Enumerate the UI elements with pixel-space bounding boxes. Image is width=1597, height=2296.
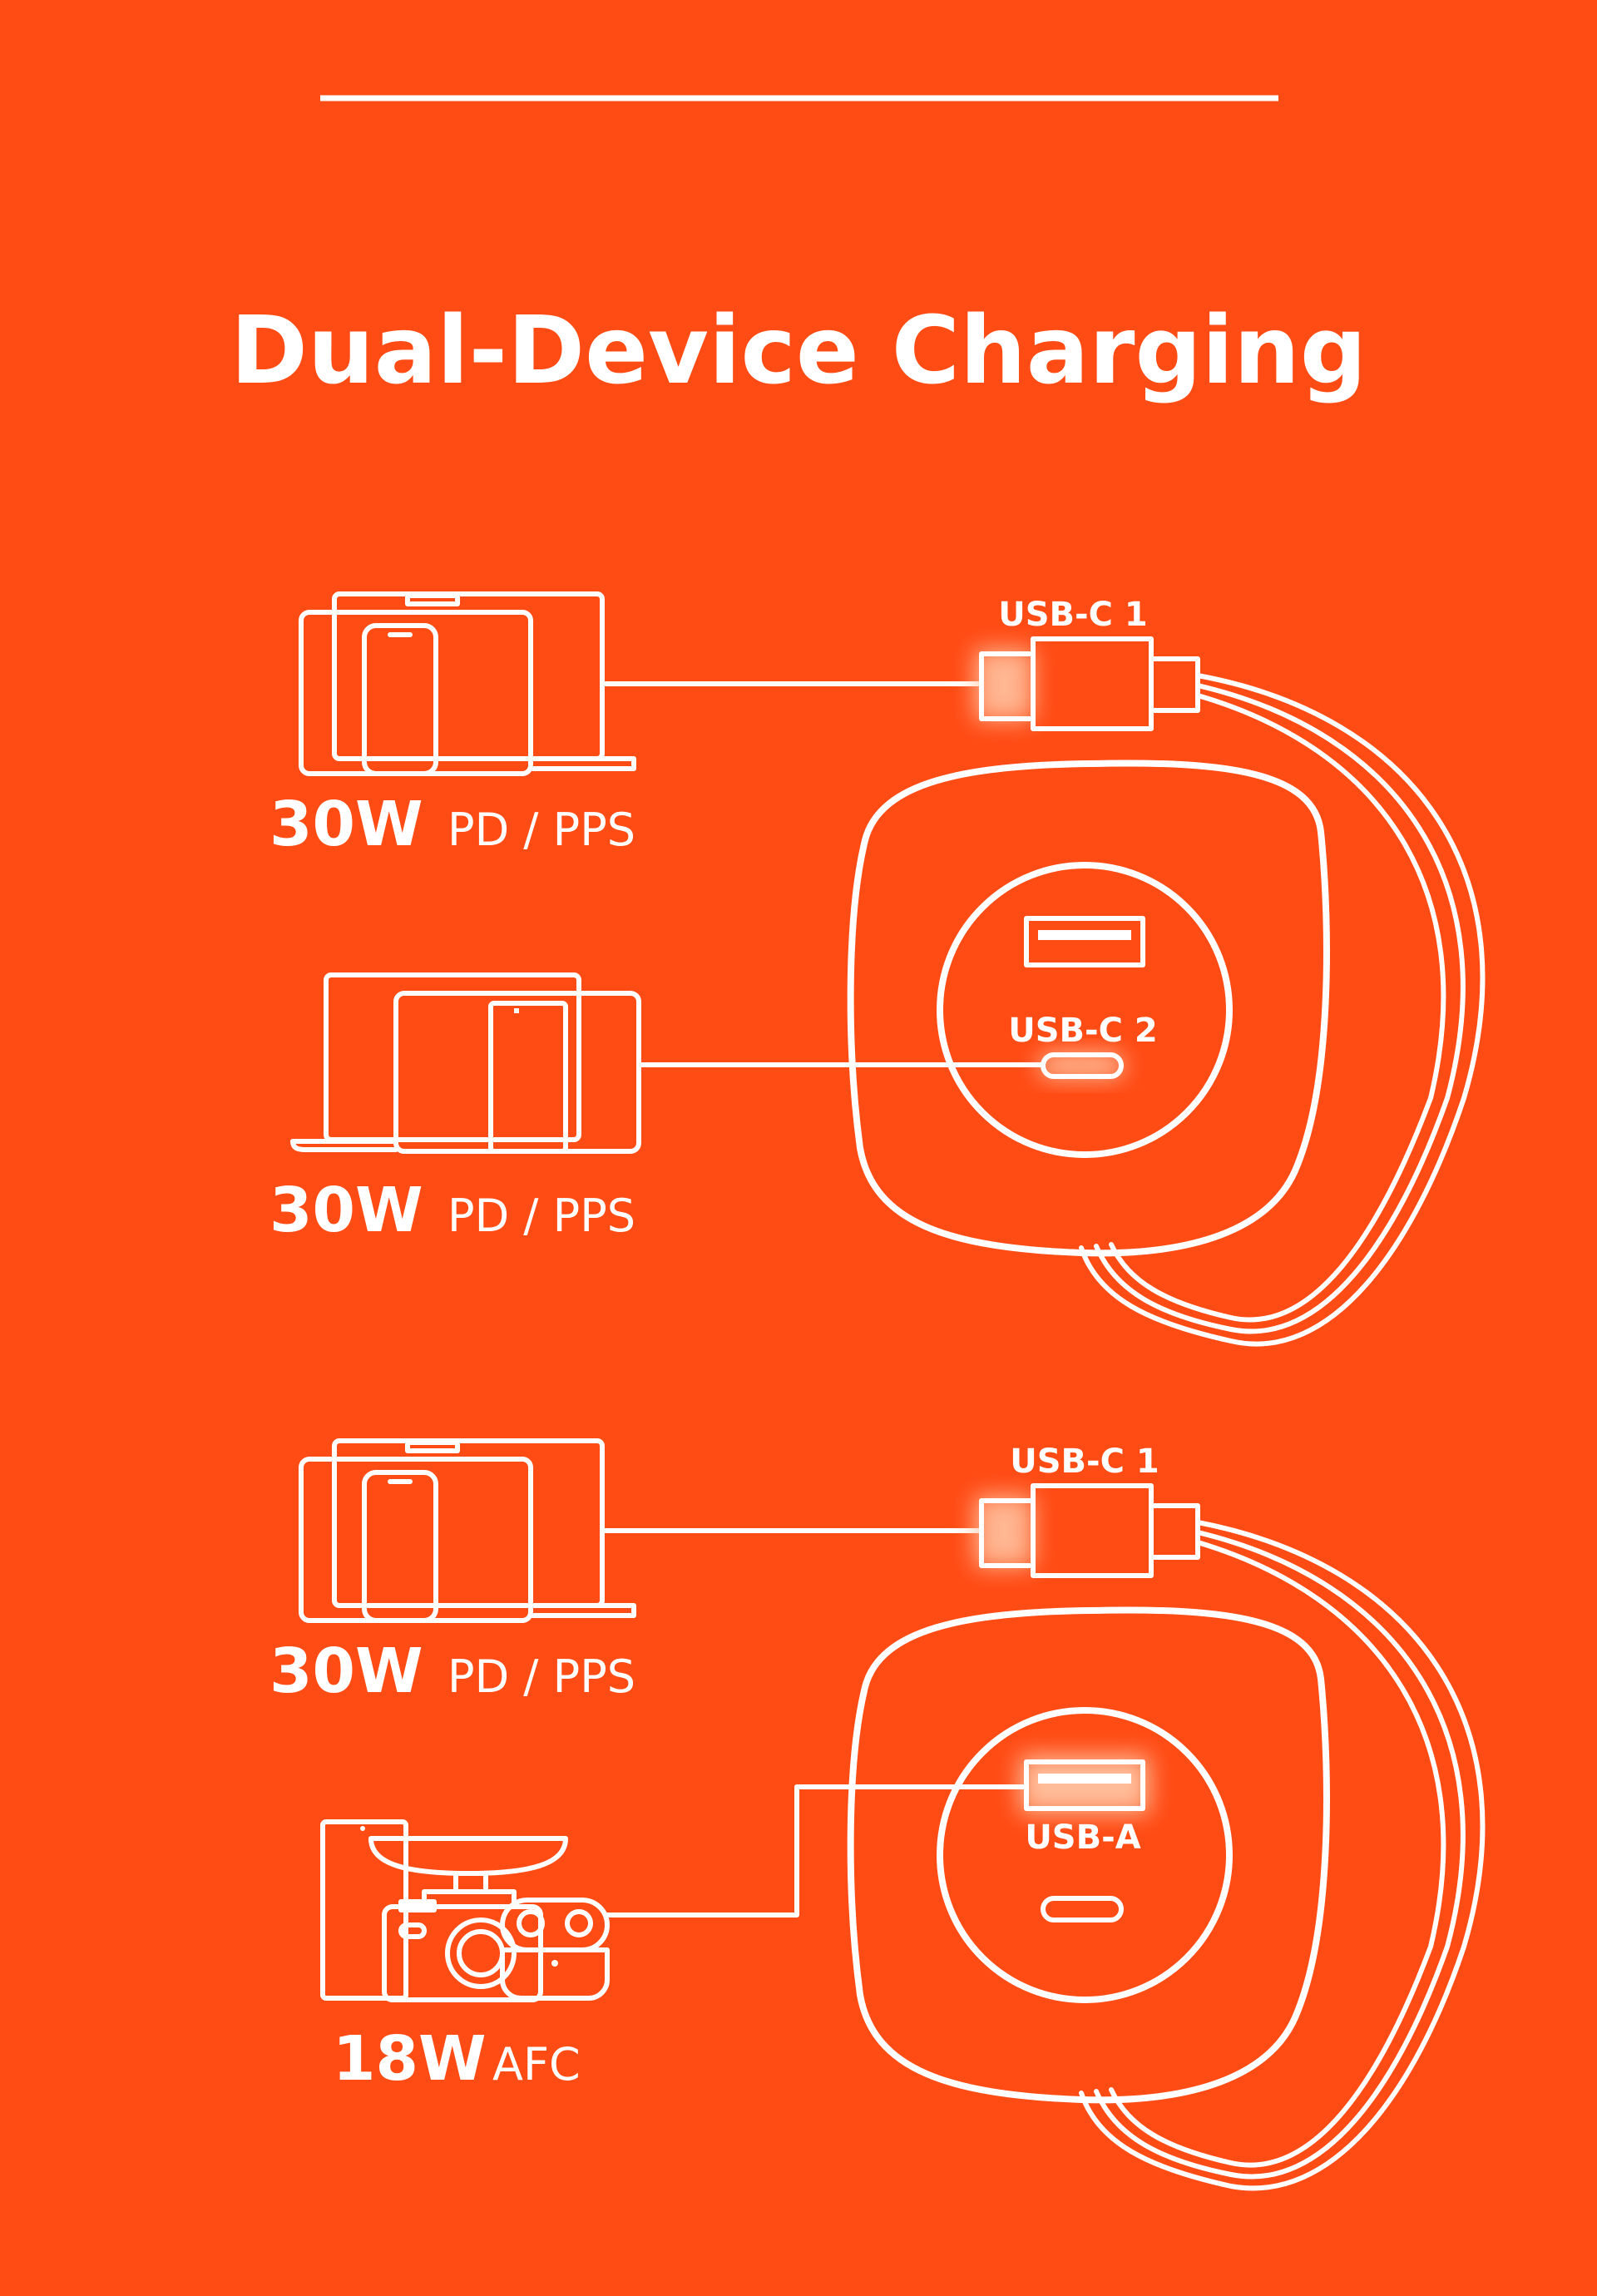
top-charger-face <box>937 862 1233 1158</box>
top-usb-c2-port <box>1038 1052 1125 1079</box>
top-charger-body <box>847 760 1330 1257</box>
bottom-device-a-watt: 30W <box>269 1635 423 1707</box>
bottom-usb-c1-plug <box>975 1483 1200 1578</box>
bottom-usb-a-label: USB-A <box>1025 1818 1140 1857</box>
top-section: 30W PD / PPS USB-C 1 USB-C 2 <box>269 591 1486 1347</box>
page-title: Dual-Device Charging <box>230 297 1367 405</box>
bottom-device-a-protocol: PD / PPS <box>447 1650 635 1703</box>
top-usb-c1-label: USB-C 1 <box>998 596 1148 634</box>
bottom-usb-c2-port <box>1041 1896 1124 1922</box>
top-device-b-protocol: PD / PPS <box>447 1190 635 1242</box>
laptop-tablet-phone-icon <box>299 591 636 776</box>
top-usb-c1-plug <box>975 636 1200 731</box>
laptop-tablet-phone-icon <box>299 1438 636 1623</box>
bottom-charger-body <box>847 1606 1330 2104</box>
bottom-device-b-protocol: AFC <box>492 2038 581 2091</box>
bottom-device-b-watt: 18W <box>333 2023 487 2095</box>
top-usb-c2-label: USB-C 2 <box>1008 1012 1158 1050</box>
top-device-b-watt: 30W <box>269 1175 423 1246</box>
top-usb-a-port <box>1024 916 1145 967</box>
bottom-section: 30W PD / PPS USB-C 1 USB-A <box>269 1438 1486 2191</box>
bottom-device-b-cable <box>605 1784 1029 1917</box>
bottom-usb-a-port <box>1020 1755 1150 1814</box>
top-device-a-protocol: PD / PPS <box>447 804 635 856</box>
top-cable-coil <box>1079 673 1486 1347</box>
bottom-charger-face <box>937 1707 1233 2003</box>
bottom-cable-coil <box>1079 1520 1486 2191</box>
bottom-usb-c1-label: USB-C 1 <box>1010 1442 1159 1481</box>
top-device-a-watt: 30W <box>269 789 423 860</box>
laptop-tablet-foldable-icon <box>290 972 641 1154</box>
tablet-dashcam-earbuds-icon <box>320 1819 610 2002</box>
